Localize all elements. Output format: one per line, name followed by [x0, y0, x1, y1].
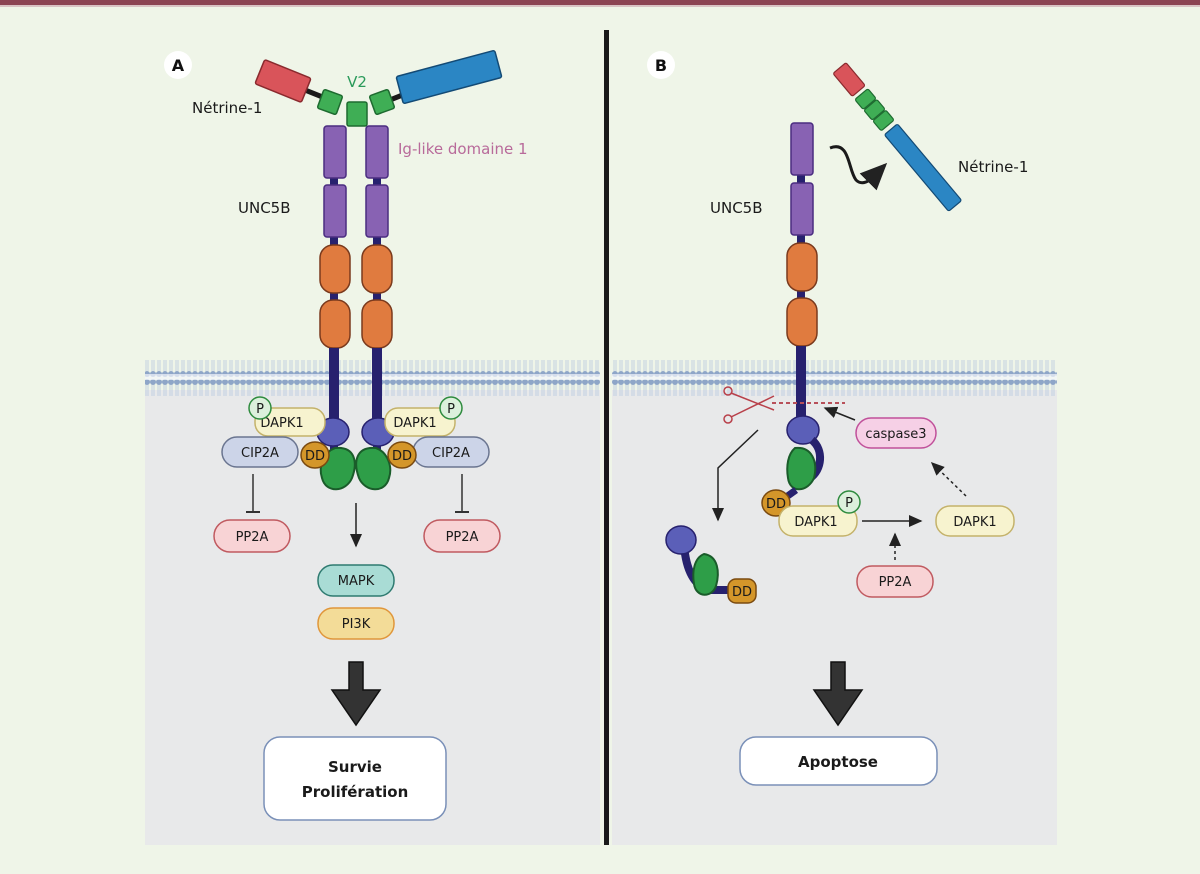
tsp-domain-2 [319, 299, 351, 349]
panel-a-badge [164, 51, 192, 79]
unc5b-receptor-b [779, 122, 824, 503]
netrin-1-label-b: Nétrine-1 [958, 158, 1028, 176]
netrin-blue-domain [395, 49, 503, 105]
ig-like-domain-label: Ig-like domaine 1 [398, 140, 528, 158]
zu5-domain [665, 525, 697, 555]
mapk-node [317, 564, 395, 597]
outcome-apoptosis-label: Apoptose [798, 753, 878, 771]
panel-a: A V2 Nétrine-1 Ig-like domaine 1 UNC5B [164, 49, 528, 821]
dapk1-free-label: DAPK1 [953, 515, 996, 530]
panel-b-badge-label: B [655, 56, 667, 75]
tsp-domain-1 [361, 244, 393, 294]
pp2a-node-b [856, 565, 934, 598]
big-down-arrow-b [812, 661, 864, 727]
upa-domain [355, 446, 392, 491]
upa-domain [692, 552, 719, 596]
ig-domain-2 [323, 184, 347, 238]
caspase-cleave-arrow [823, 406, 856, 421]
tsp-domain-2 [786, 297, 818, 347]
netrin-blue-domain [884, 124, 962, 212]
tsp-domain-2 [361, 299, 393, 349]
netrin-red-domain [254, 59, 312, 103]
pp2a-left-label: PP2A [236, 530, 269, 545]
pp2a-right-label: PP2A [446, 530, 479, 545]
tsp-domain-1 [319, 244, 351, 294]
cip2a-right-label: CIP2A [432, 446, 470, 461]
death-domain-cleaved-label: DD [732, 585, 752, 600]
unc5b-label-b: UNC5B [710, 199, 763, 217]
phospho-left [248, 396, 272, 420]
phospho-left-label: P [256, 402, 264, 417]
netrin-red-domain [833, 62, 866, 97]
dapk1-to-caspase-arrow [930, 461, 967, 497]
dapk1-right [384, 407, 456, 437]
dissociation-arrow [829, 145, 888, 191]
mapk-label: MAPK [338, 574, 375, 589]
big-down-arrow-a [330, 661, 382, 727]
cip2a-left [221, 436, 299, 468]
pi3k-node [317, 607, 395, 640]
phospho-b-label: P [845, 496, 853, 511]
death-domain-right [387, 441, 417, 469]
outcome-proliferation-label: Prolifération [302, 783, 409, 801]
panel-a-badge-label: A [172, 56, 185, 75]
phospho-right-label: P [447, 402, 455, 417]
ig-domain-1 [323, 125, 347, 179]
zu5-domain [786, 415, 820, 445]
netrin-green-domain [864, 99, 885, 121]
tsp-domain-1 [786, 242, 818, 292]
outcome-survival-label: Survie [328, 758, 382, 776]
top-accent-bar [0, 0, 1200, 5]
ig-domain-1 [365, 125, 389, 179]
outcome-box-apoptosis [739, 736, 938, 786]
dapk1-bound-label: DAPK1 [794, 515, 837, 530]
v2-label: V2 [347, 73, 367, 91]
upa-domain [786, 446, 817, 491]
pp2a-left [213, 519, 291, 553]
caspase3-node [855, 417, 937, 449]
netrin-v2-domain [346, 101, 368, 127]
dapk1-left [254, 407, 326, 437]
netrin-green-domain [368, 88, 396, 116]
death-domain-left-label: DD [305, 449, 325, 464]
netrin-1-free [833, 62, 962, 212]
top-accent-bar-shadow [0, 5, 1200, 7]
pi3k-label: PI3K [342, 617, 371, 632]
panel-b-badge [647, 51, 675, 79]
pp2a-b-label: PP2A [879, 575, 912, 590]
netrin-1-ligand [254, 49, 503, 127]
unc5b-receptor-right [355, 125, 395, 491]
unc5b-label: UNC5B [238, 199, 291, 217]
dapk1-right-label: DAPK1 [393, 416, 436, 431]
fragment-release-arrow [712, 429, 759, 522]
ig-domain-2 [365, 184, 389, 238]
ig-domain-1 [790, 122, 814, 176]
netrin-green-domain [873, 110, 894, 131]
death-domain-cleaved [727, 578, 757, 604]
unc5b-receptor-left [316, 125, 356, 491]
pp2a-right [423, 519, 501, 553]
cip2a-left-label: CIP2A [241, 446, 279, 461]
netrin-1-label: Nétrine-1 [192, 99, 262, 117]
cleaved-fragment: DD [665, 525, 757, 604]
death-domain-left [300, 441, 330, 469]
dapk1-bound [778, 505, 858, 537]
phospho-right [439, 396, 463, 420]
dapk1-left-label: DAPK1 [260, 416, 303, 431]
panel-divider [604, 30, 609, 845]
netrin-green-domain [855, 88, 876, 110]
dapk1-free [935, 505, 1015, 537]
death-domain-bound-label: DD [766, 497, 786, 512]
netrin-green-domain [316, 88, 344, 116]
death-domain-right-label: DD [392, 449, 412, 464]
panel-b: B Nétrine-1 UNC5B [647, 51, 1028, 786]
scissors-icon [723, 386, 775, 424]
caspase3-label: caspase3 [865, 427, 926, 442]
phospho-b [837, 490, 861, 514]
ig-domain-2 [790, 182, 814, 236]
outcome-box-survival [263, 736, 447, 821]
